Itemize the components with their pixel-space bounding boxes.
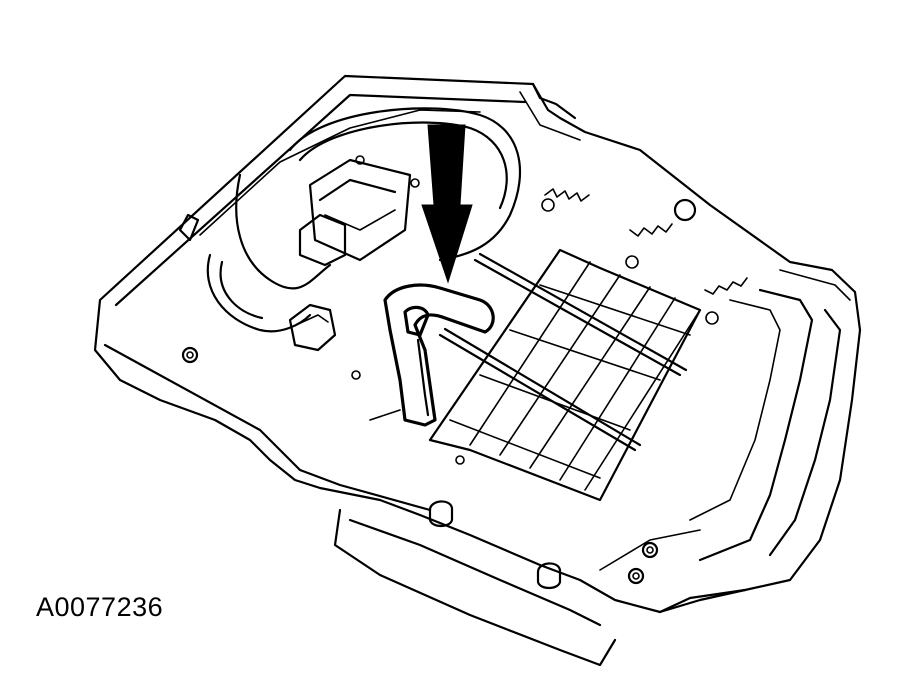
springs (541, 188, 748, 325)
down-arrow-icon (421, 124, 473, 284)
connector-lower (288, 303, 337, 352)
figure-id-label: A0077236 (36, 592, 164, 622)
mounting-holes (178, 155, 697, 585)
seat-pan-outline (93, 74, 862, 614)
highlighted-bracket (369, 283, 495, 427)
connector-upper (298, 158, 412, 267)
support-rods (438, 252, 688, 452)
wire-grid (428, 248, 702, 502)
right-side-rail (689, 269, 851, 562)
bolts (428, 500, 562, 590)
lower-frame-base (333, 508, 747, 667)
